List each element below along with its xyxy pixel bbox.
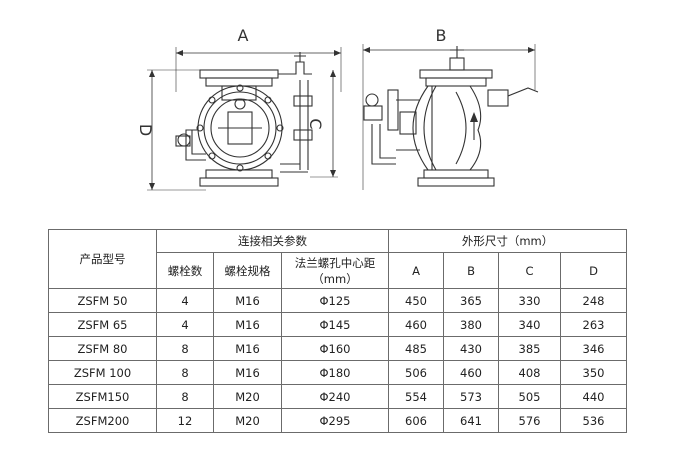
cell-d: 248 (560, 288, 628, 313)
header-flange-pcd-line1: 法兰螺孔中心距 (294, 255, 376, 270)
cell-spec: M20 (213, 408, 282, 433)
table-row: ZSFM 65 4 M16 Φ145 460 380 340 263 (48, 312, 628, 337)
cell-pcd: Φ240 (280, 384, 390, 409)
cell-b: 460 (443, 360, 500, 385)
cell-model: ZSFM 65 (48, 312, 157, 337)
cell-c: 385 (498, 336, 562, 361)
cell-b: 430 (443, 336, 500, 361)
header-row-2: 螺栓数 螺栓规格 法兰螺孔中心距（mm） A B C D (49, 252, 628, 289)
cell-a: 450 (388, 288, 445, 313)
cell-bolts: 12 (156, 408, 214, 433)
cell-b: 365 (443, 288, 500, 313)
cell-spec: M16 (213, 288, 282, 313)
header-dimension-group: 外形尺寸（mm） (388, 229, 628, 253)
cell-model: ZSFM200 (48, 408, 157, 433)
header-col-c: C (498, 252, 562, 289)
cell-d: 536 (560, 408, 628, 433)
cell-pcd: Φ145 (280, 312, 390, 337)
cell-spec: M20 (213, 384, 282, 409)
cell-bolts: 4 (156, 312, 214, 337)
cell-c: 505 (498, 384, 562, 409)
header-col-a: A (388, 252, 445, 289)
cell-bolts: 8 (156, 336, 214, 361)
front-view (147, 47, 342, 191)
cell-c: 576 (498, 408, 562, 433)
cell-a: 606 (388, 408, 445, 433)
header-col-d: D (560, 252, 628, 289)
cell-model: ZSFM 80 (48, 336, 157, 361)
header-col-b: B (443, 252, 500, 289)
table-row: ZSFM 100 8 M16 Φ180 506 460 408 350 (48, 360, 628, 385)
cell-model: ZSFM150 (48, 384, 157, 409)
dim-label-d: D (136, 124, 155, 136)
spec-table: 产品型号 连接相关参数 外形尺寸（mm） 螺栓数 螺栓规格 法兰螺孔中心距（mm… (48, 229, 628, 433)
cell-pcd: Φ180 (280, 360, 390, 385)
cell-spec: M16 (213, 312, 282, 337)
cell-model: ZSFM 50 (48, 288, 157, 313)
table-row: ZSFM150 8 M20 Φ240 554 573 505 440 (48, 384, 628, 409)
header-flange-pcd: 法兰螺孔中心距（mm） (280, 252, 390, 289)
cell-pcd: Φ125 (280, 288, 390, 313)
cell-a: 485 (388, 336, 445, 361)
cell-spec: M16 (213, 336, 282, 361)
cell-spec: M16 (213, 360, 282, 385)
cell-bolts: 8 (156, 360, 214, 385)
header-bolt-count: 螺栓数 (156, 252, 214, 289)
table-row: ZSFM 50 4 M16 Φ125 450 365 330 248 (48, 288, 628, 313)
valve-technical-drawing: A D C B (136, 26, 539, 191)
cell-b: 573 (443, 384, 500, 409)
cell-bolts: 8 (156, 384, 214, 409)
cell-c: 330 (498, 288, 562, 313)
cell-a: 554 (388, 384, 445, 409)
cell-c: 340 (498, 312, 562, 337)
table-row: ZSFM 80 8 M16 Φ160 485 430 385 346 (48, 336, 628, 361)
cell-c: 408 (498, 360, 562, 385)
cell-a: 506 (388, 360, 445, 385)
cell-model: ZSFM 100 (48, 360, 157, 385)
header-connection-group: 连接相关参数 (155, 229, 390, 253)
table-row: ZSFM200 12 M20 Φ295 606 641 576 536 (48, 408, 628, 433)
dim-label-b: B (436, 26, 447, 45)
cell-bolts: 4 (156, 288, 214, 313)
header-flange-pcd-line2: （mm） (312, 271, 358, 286)
cell-d: 440 (560, 384, 628, 409)
cell-pcd: Φ295 (280, 408, 390, 433)
dim-label-c: C (306, 118, 325, 129)
header-bolt-spec: 螺栓规格 (213, 252, 282, 289)
header-row-1: 产品型号 连接相关参数 外形尺寸（mm） (48, 229, 628, 289)
cell-d: 346 (560, 336, 628, 361)
cell-a: 460 (388, 312, 445, 337)
cell-pcd: Φ160 (280, 336, 390, 361)
cell-d: 350 (560, 360, 628, 385)
cell-d: 263 (560, 312, 628, 337)
cell-b: 641 (443, 408, 500, 433)
cell-b: 380 (443, 312, 500, 337)
dim-label-a: A (238, 26, 249, 45)
header-model: 产品型号 (48, 229, 157, 289)
side-view (362, 44, 539, 190)
